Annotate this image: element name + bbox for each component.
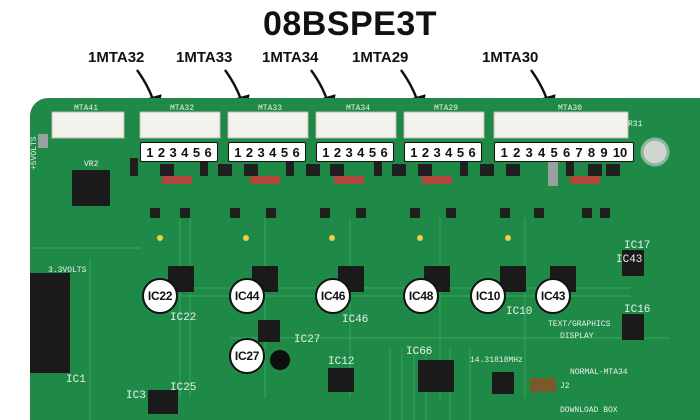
connector-label-mta32: 1MTA32: [88, 49, 145, 66]
silk-ic10: IC10: [506, 306, 533, 318]
silk-ic43: IC43: [616, 254, 643, 266]
connector-label-mta29: 1MTA29: [352, 49, 409, 66]
chip-ic12: [328, 368, 354, 392]
mounting-hole: [640, 137, 670, 167]
chip-ic66: [418, 360, 454, 392]
pin-number: 3: [433, 144, 441, 160]
chip-small-1: [492, 372, 514, 394]
pin-number: 1: [410, 144, 418, 160]
connector-mta30: [493, 111, 629, 139]
pin-number: 6: [292, 144, 300, 160]
silk-ic16: IC16: [624, 304, 651, 316]
silk-mta30: MTA30: [558, 104, 583, 113]
pinbox-mta34: 1 2 3 4 5 6: [316, 142, 394, 162]
connector-mta41: [51, 111, 125, 139]
pin-number: 4: [269, 144, 277, 160]
pin-number: 7: [575, 144, 583, 160]
silk-ic46: IC46: [342, 314, 369, 326]
pin-number: 4: [181, 144, 189, 160]
ic-badge-ic43: IC43: [535, 278, 571, 314]
silk-ic17: IC17: [624, 240, 651, 252]
pin-number: 3: [257, 144, 265, 160]
pinbox-mta33: 1 2 3 4 5 6: [228, 142, 306, 162]
pin-number: 3: [525, 144, 533, 160]
board-title: 08BSPE3T: [262, 5, 438, 43]
pinbox-mta29: 1 2 3 4 5 6: [404, 142, 482, 162]
silk-ic22: IC22: [170, 312, 197, 324]
pinbox-mta30: 1 2 3 4 5 6 7 8 9 10: [494, 142, 634, 162]
silk-ic3: IC3: [126, 390, 146, 402]
pin-number: 2: [513, 144, 521, 160]
pin-number: 9: [600, 144, 608, 160]
pin-number: 2: [333, 144, 342, 160]
silk-ic1: IC1: [66, 374, 86, 386]
pin-number: 5: [280, 144, 289, 160]
regulator-vr2: [72, 170, 110, 206]
connector-label-mta34: 1MTA34: [262, 49, 319, 66]
mounting-hole-2: [270, 350, 290, 370]
silk-download-box: DOWNLOAD BOX: [560, 406, 618, 415]
pin-number: 1: [322, 144, 330, 160]
silk-freq: 14.31818MHz: [470, 356, 523, 365]
pin-number: 3: [345, 144, 353, 160]
pin-number: 5: [550, 144, 558, 160]
silk-mta33: MTA33: [258, 104, 283, 113]
pin-number: 4: [445, 144, 453, 160]
pin-number: 5: [368, 144, 377, 160]
silk-mta32: MTA32: [170, 104, 195, 113]
silk-text-graphics: TEXT/GRAPHICS: [548, 320, 611, 329]
pinbox-mta32: 1 2 3 4 5 6: [140, 142, 218, 162]
pin-number: 6: [562, 144, 571, 160]
silk-3-3volts: 3.3VOLTS: [48, 266, 87, 275]
chip-ic16: [622, 314, 644, 340]
chip-ic17: [622, 250, 644, 276]
connector-mta32: [139, 111, 221, 139]
pin-number: 3: [169, 144, 177, 160]
chip-ic27: [258, 320, 280, 342]
ic-badge-ic27: IC27: [229, 338, 265, 374]
connector-label-mta30: 1MTA30: [482, 49, 539, 66]
silk-j2: J2: [560, 382, 570, 391]
chip-ic1: [30, 273, 70, 373]
connector-label-mta33: 1MTA33: [176, 49, 233, 66]
silk-display: DISPLAY: [560, 332, 594, 341]
pin-number: 1: [146, 144, 154, 160]
pin-number: 6: [204, 144, 212, 160]
pin-number: 1: [500, 144, 508, 160]
silk-normal-mta34: NORMAL-MTA34: [570, 368, 628, 377]
silk-r31: R31: [628, 120, 643, 129]
connector-mta33: [227, 111, 309, 139]
pin-number: 8: [587, 144, 596, 160]
silk-mta41: MTA41: [74, 104, 99, 113]
pin-number: 2: [421, 144, 430, 160]
pin-number: 5: [456, 144, 465, 160]
ic-badge-ic48: IC48: [403, 278, 439, 314]
silk-ic66: IC66: [406, 346, 433, 358]
connector-mta34: [315, 111, 397, 139]
silk-ic27: IC27: [294, 334, 321, 346]
silk-mta34: MTA34: [346, 104, 371, 113]
pin-number: 6: [380, 144, 388, 160]
pin-number: 6: [468, 144, 476, 160]
silk-5volts: +5VOLTS: [30, 136, 39, 170]
silk-ic25: IC25: [170, 382, 197, 394]
pin-number: 2: [157, 144, 166, 160]
connector-mta29: [403, 111, 485, 139]
ic-badge-ic22: IC22: [142, 278, 178, 314]
ic-badge-ic44: IC44: [229, 278, 265, 314]
silk-vr2: VR2: [84, 160, 99, 169]
pin-number: 4: [357, 144, 365, 160]
ic-badge-ic10: IC10: [470, 278, 506, 314]
pin-number: 1: [234, 144, 242, 160]
pin-number: 4: [538, 144, 546, 160]
pin-number: 2: [245, 144, 254, 160]
pin-number: 5: [192, 144, 201, 160]
ic-badge-ic46: IC46: [315, 278, 351, 314]
silk-mta29: MTA29: [434, 104, 459, 113]
pin-number: 10: [612, 144, 628, 160]
chip-ic3: [148, 390, 178, 414]
silk-ic12: IC12: [328, 356, 355, 368]
